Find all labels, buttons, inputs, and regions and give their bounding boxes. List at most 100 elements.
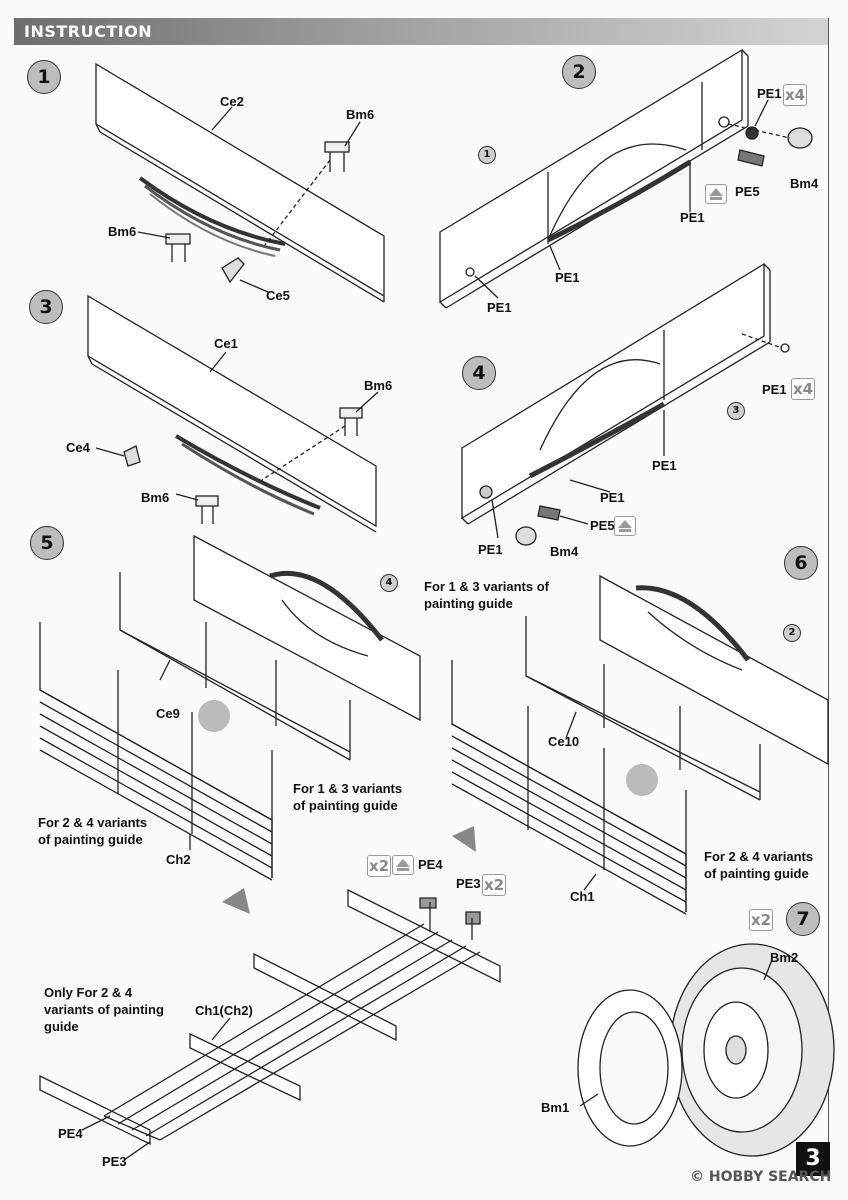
step3-leaf-spring [174, 434, 321, 510]
label-pe1: PE1 [478, 542, 503, 557]
step-2-badge: 2 [562, 55, 596, 89]
label-ce10: Ce10 [548, 734, 580, 749]
step-4-badge: 4 [462, 356, 496, 390]
label-ch1-ch2: Ch1(Ch2) [195, 1003, 253, 1018]
arrow-up-left [222, 888, 250, 914]
note-only-variants-2-4: Only For 2 & 4 variants of painting guid… [44, 985, 164, 1034]
step1-part-ce5 [221, 257, 245, 284]
header-title: INSTRUCTION [24, 22, 153, 41]
label-pe1: PE1 [757, 86, 782, 101]
step6-slatted-rail-ch1 [451, 660, 687, 915]
ref-step-2: 2 [783, 624, 801, 642]
step5-slatted-rail-ch2 [39, 622, 273, 881]
pe4-plate [419, 897, 437, 909]
instruction-header: INSTRUCTION [14, 18, 829, 45]
label-pe1: PE1 [652, 458, 677, 473]
label-pe1: PE1 [555, 270, 580, 285]
step4-pe1 [780, 343, 790, 353]
step4-pe5 [537, 505, 561, 521]
arrow-up-left-2 [452, 826, 476, 852]
frame-border [828, 18, 829, 1164]
label-pe1: PE1 [487, 300, 512, 315]
spare-wheel-bm2 [669, 943, 835, 1157]
step1-panel-ce2 [95, 62, 385, 303]
ref-step-1: 1 [478, 146, 496, 164]
note-variants-2-4: For 2 & 4 variants of painting guide [704, 849, 814, 881]
tire-ring-bm1 [577, 989, 683, 1147]
label-bm2: Bm2 [770, 950, 799, 965]
multiplier-badge: x2 [749, 909, 773, 931]
step2-washer-pe1 [745, 126, 759, 140]
label-bm4: Bm4 [550, 544, 579, 559]
label-ce1: Ce1 [214, 336, 238, 351]
step6-leaf-spring [635, 585, 750, 662]
step2-bm4-cap [787, 127, 813, 149]
step2-pin [718, 116, 730, 128]
rotate-icon [198, 700, 230, 732]
ref-step-4: 4 [380, 574, 398, 592]
label-ch1: Ch1 [570, 889, 595, 904]
chassis-frame [39, 888, 501, 1146]
label-pe1: PE1 [600, 490, 625, 505]
label-pe1: PE1 [762, 382, 787, 397]
step2-pe5 [737, 149, 765, 167]
watermark: © HOBBY SEARCH [690, 1169, 832, 1185]
step4-arch [539, 359, 661, 451]
label-bm6: Bm6 [346, 107, 375, 122]
step5-leaf-spring [269, 570, 384, 642]
step2-panel [439, 48, 749, 309]
pe3-plate [465, 911, 481, 925]
label-ce2: Ce2 [220, 94, 244, 109]
label-bm1: Bm1 [541, 1100, 570, 1115]
multiplier-badge: x4 [783, 84, 807, 106]
step-5-badge: 5 [30, 526, 64, 560]
label-bm6: Bm6 [364, 378, 393, 393]
step1-bracket-bm6-top [324, 141, 350, 172]
label-ce4: Ce4 [66, 440, 90, 455]
step2-arch [547, 143, 687, 241]
step2-hole [465, 267, 475, 277]
step1-leaf-spring [138, 176, 286, 257]
up-arrow-icon [614, 516, 636, 536]
label-pe3: PE3 [456, 876, 481, 891]
page-number: 3 [796, 1142, 830, 1176]
step2-leaf-spring [546, 159, 692, 243]
ref-step-3: 3 [727, 402, 745, 420]
step5-side-panel [119, 534, 421, 761]
multiplier-badge: x4 [791, 378, 815, 400]
label-ch2: Ch2 [166, 852, 191, 867]
note-variants-2-4: For 2 & 4 variants of painting guide [38, 815, 148, 847]
note-variants-1-3: For 1 & 3 variants of painting guide [293, 781, 403, 813]
step-3-badge: 3 [29, 290, 63, 324]
label-pe1: PE1 [680, 210, 705, 225]
multiplier-badge: x2 [367, 855, 391, 877]
label-bm6: Bm6 [141, 490, 170, 505]
up-arrow-icon [392, 855, 414, 875]
label-bm6: Bm6 [108, 224, 137, 239]
label-pe3: PE3 [102, 1154, 127, 1169]
step-7-badge: 7 [786, 902, 820, 936]
step4-panel [461, 262, 771, 525]
step-6-badge: 6 [784, 546, 818, 580]
label-pe5: PE5 [590, 518, 615, 533]
label-pe4: PE4 [58, 1126, 83, 1141]
step-1-badge: 1 [27, 60, 61, 94]
step6-arch [647, 611, 743, 671]
step4-drum [479, 485, 493, 499]
step1-bracket-bm6-left [165, 233, 191, 262]
rotate-icon [626, 764, 658, 796]
step1-guide-line [264, 159, 331, 246]
step3-bracket-bm6-top [339, 407, 363, 436]
label-ce9: Ce9 [156, 706, 180, 721]
step6-side-panel [525, 574, 829, 801]
step4-bm4 [515, 526, 537, 546]
step3-part-ce4 [123, 445, 141, 467]
step3-bracket-bm6-bottom [195, 495, 219, 524]
step4-leaf-spring [528, 401, 666, 479]
step3-panel-ce1 [87, 294, 377, 533]
note-variants-1-3: For 1 & 3 variants of painting guide [424, 579, 549, 611]
up-arrow-icon [705, 184, 727, 204]
label-pe4: PE4 [418, 857, 443, 872]
label-bm4: Bm4 [790, 176, 819, 191]
multiplier-badge: x2 [482, 874, 506, 896]
